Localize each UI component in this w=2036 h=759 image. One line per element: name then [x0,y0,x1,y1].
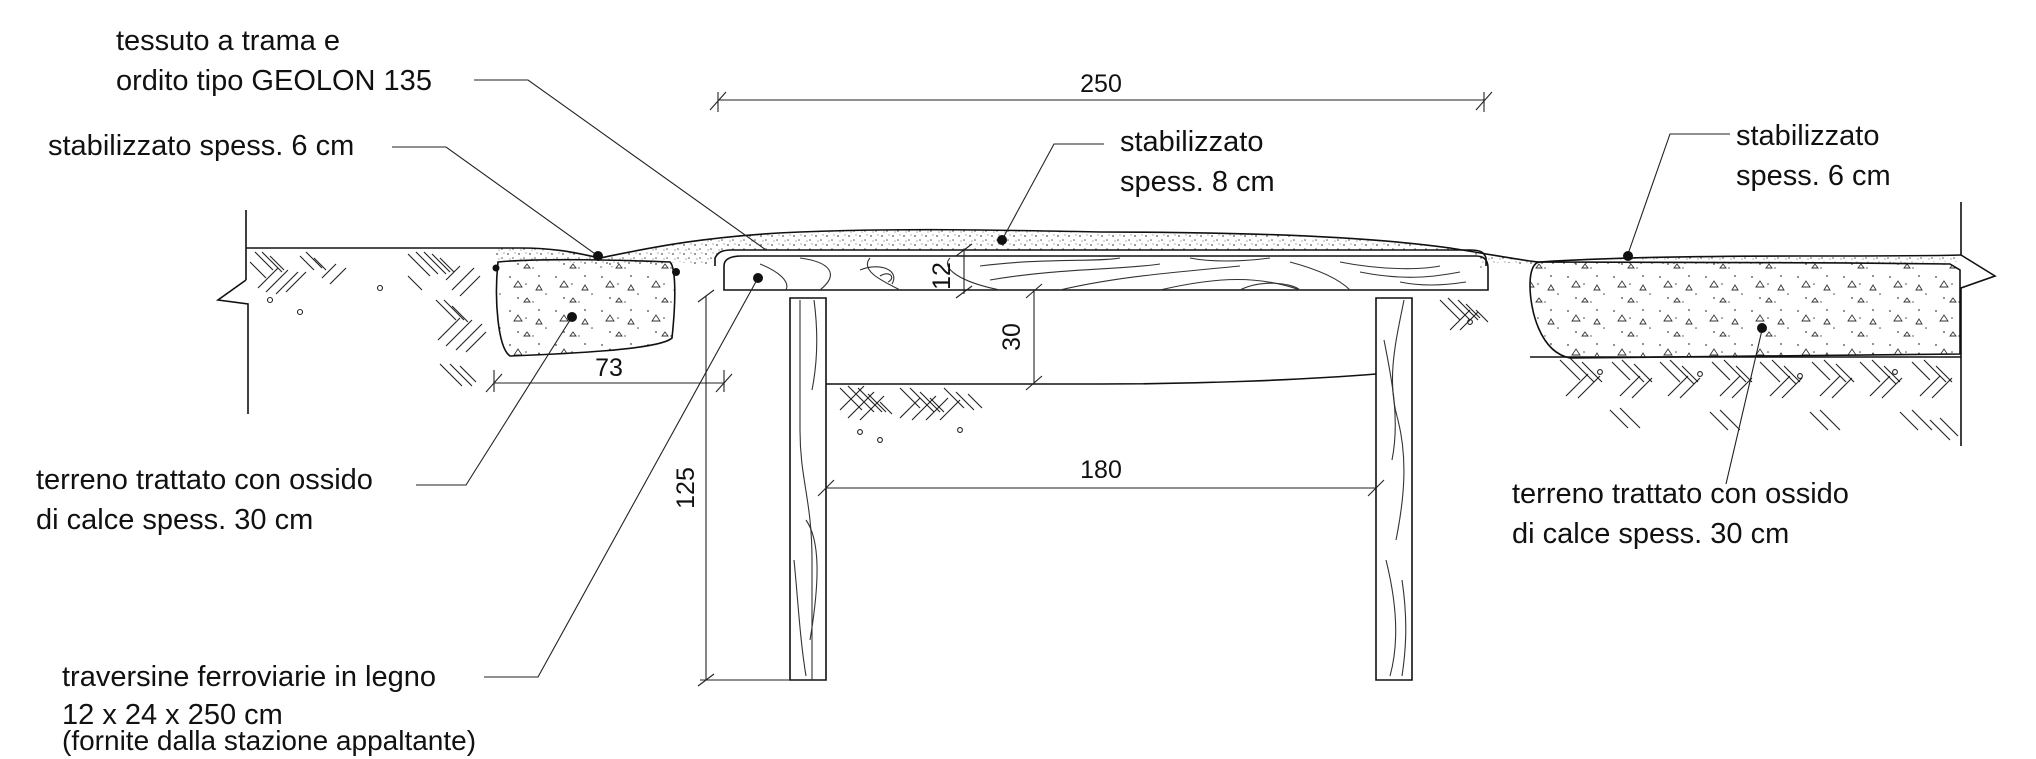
geotextile [714,249,1487,266]
dim-label-125: 125 [672,467,700,509]
gravel-top-line [496,228,1962,263]
dim-250: 250 [709,70,1493,112]
dim-label-12: 12 [928,262,956,290]
ground-line-left [215,210,496,414]
label-fabric-line2: ordito tipo GEOLON 135 [116,65,432,97]
lime-soil-right [1529,261,1961,359]
sleeper-deck [723,255,1489,291]
soil-hatch-right [1559,357,1959,441]
gravel-layer [496,229,1961,268]
lime-soil-left [495,258,676,357]
dim-label-73: 73 [595,354,623,382]
dim-125: 125 [672,289,790,687]
pile-left [789,297,827,681]
label-soil-left-line2: di calce spess. 30 cm [36,504,313,536]
label-stab-left: stabilizzato spess. 6 cm [48,130,354,162]
dim-180: 180 [817,456,1385,497]
label-sleeper-line1: traversine ferroviarie in legno [62,661,436,693]
label-soil-right-line2: di calce spess. 30 cm [1512,518,1789,550]
label-soil-right-line1: terreno trattato con ossido [1512,478,1849,510]
dim-73: 73 [485,354,733,393]
label-soil-left-line1: terreno trattato con ossido [36,464,373,496]
dim-label-180: 180 [1080,456,1122,484]
label-sleeper-line3: (fornite dalla stazione appaltante) [62,725,476,756]
soil-hatch-left [249,251,487,387]
label-stab-center-line1: stabilizzato [1120,126,1263,158]
pile-right [1375,297,1413,681]
leader-lines [392,79,1767,678]
label-stab-right-line2: spess. 6 cm [1736,160,1891,192]
dim-12: 12 [928,243,973,299]
crossbeam [825,373,1377,385]
soil-hatch-center [839,385,983,443]
dim-label-250: 250 [1080,70,1122,98]
label-fabric-line1: tessuto a trama e [116,25,340,57]
label-stab-right-line1: stabilizzato [1736,120,1879,152]
dim-30: 30 [998,283,1043,391]
label-stab-center-line2: spess. 8 cm [1120,166,1275,198]
label-sleeper-line2: 12 x 24 x 250 cm [62,699,283,731]
dim-label-30: 30 [998,323,1026,351]
soil-hatch-right-inner [1439,297,1489,331]
